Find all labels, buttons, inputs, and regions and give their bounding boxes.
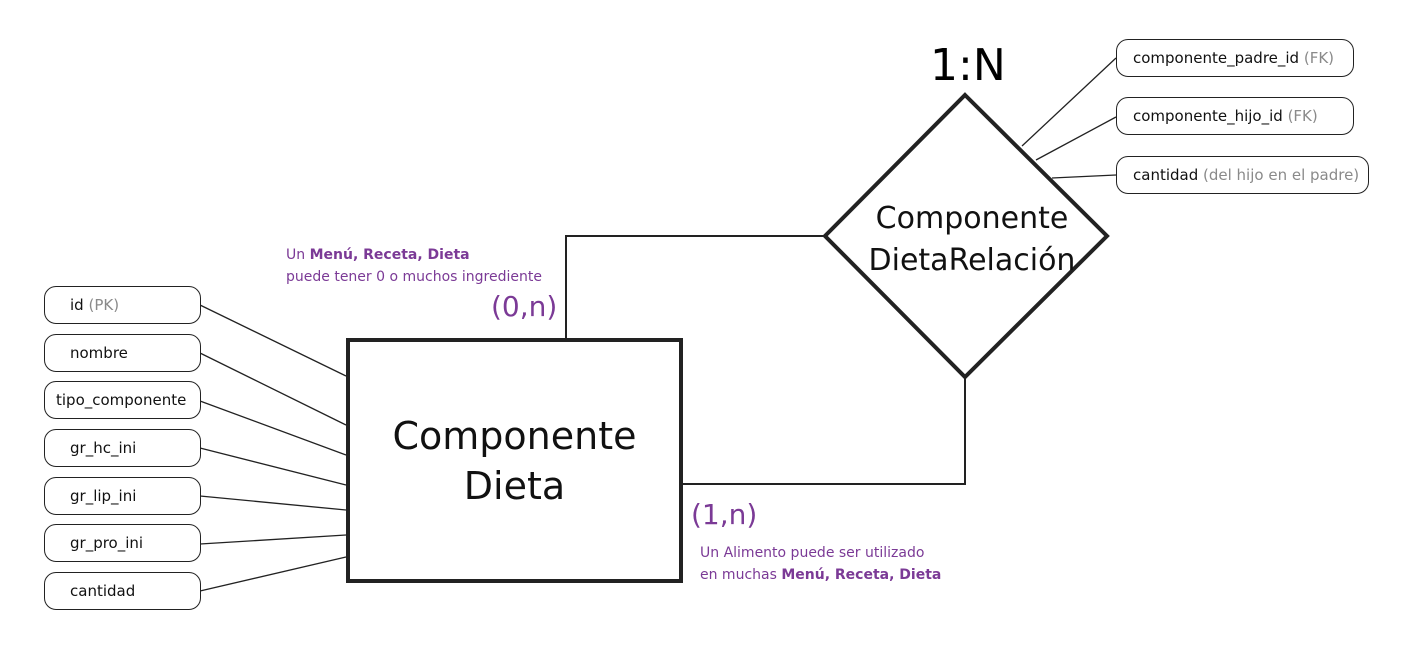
attribute-relationship-cantidad: cantidad (del hijo en el padre) (1116, 156, 1369, 194)
top-cardinality: (0,n) (491, 290, 558, 323)
attribute-note: (PK) (88, 296, 120, 314)
attribute-note: (del hijo en el padre) (1203, 166, 1360, 184)
attribute-gr-pro-ini: gr_pro_ini (44, 524, 201, 562)
attribute-name: gr_pro_ini (70, 534, 144, 552)
connector-nombre (199, 352, 347, 426)
attribute-id: id (PK) (44, 286, 201, 324)
connector-gr-pro-ini (199, 534, 347, 545)
bottom-caption-line1: Un Alimento puede ser utilizado (700, 545, 925, 561)
bottom-caption-line2: en muchas Menú, Receta, Dieta (700, 564, 941, 586)
connector-gr-lip-ini (199, 495, 347, 511)
attribute-name: cantidad (70, 582, 136, 600)
attribute-note: (FK) (1287, 107, 1318, 125)
attribute-name: id (70, 296, 84, 314)
attribute-gr-lip-ini: gr_lip_ini (44, 477, 201, 515)
attribute-name: nombre (70, 344, 128, 362)
attribute-componente-padre-id: componente_padre_id (FK) (1116, 39, 1354, 77)
bottom-cardinality: (1,n) (691, 498, 758, 531)
connector-tipo-componente (199, 400, 347, 456)
connector-componente-padre-id (1021, 57, 1117, 147)
relationship-name-line2: DietaRelación (868, 243, 1076, 278)
attribute-name: componente_hijo_id (1133, 107, 1283, 125)
attribute-cantidad: cantidad (44, 572, 201, 610)
relationship-label: Componente DietaRelación (862, 198, 1082, 282)
relationship-line-bottom (683, 377, 966, 485)
relationship-diamond (822, 92, 1110, 380)
attribute-gr-hc-ini: gr_hc_ini (44, 429, 201, 467)
attribute-nombre: nombre (44, 334, 201, 372)
top-caption-line2: puede tener 0 o muchos ingrediente (286, 269, 542, 285)
relationship-line-top (565, 235, 825, 338)
attribute-note: (FK) (1303, 49, 1335, 67)
relationship-cardinality: 1:N (930, 40, 1006, 91)
attribute-tipo-componente: tipo_componente (44, 381, 201, 419)
top-caption-prefix: Un (286, 247, 310, 263)
attribute-name: tipo_componente (56, 391, 187, 409)
connector-rel-cantidad (1051, 174, 1117, 179)
attribute-name: gr_lip_ini (70, 487, 137, 505)
entity-name-line1: Componente (392, 413, 637, 458)
top-caption-bold: Menú, Receta, Dieta (309, 247, 470, 263)
attribute-componente-hijo-id: componente_hijo_id (FK) (1116, 97, 1354, 135)
connector-id (199, 304, 347, 377)
entity-name-line2: Dieta (463, 463, 566, 508)
entity-componente-dieta: Componente Dieta (346, 338, 683, 583)
connector-componente-hijo-id (1035, 116, 1117, 161)
top-caption: Un Menú, Receta, Dieta puede tener 0 o m… (286, 244, 542, 288)
attribute-name: componente_padre_id (1133, 49, 1300, 67)
relationship-name-line1: Componente (875, 201, 1069, 236)
attribute-name: cantidad (1133, 166, 1199, 184)
bottom-caption-bold: Menú, Receta, Dieta (781, 567, 942, 583)
bottom-caption: Un Alimento puede ser utilizado en mucha… (700, 542, 941, 586)
bottom-caption-prefix: en muchas (700, 567, 782, 583)
connector-gr-hc-ini (199, 447, 347, 486)
connector-cantidad (199, 556, 347, 592)
top-caption-line1: Un Menú, Receta, Dieta (286, 244, 542, 266)
attribute-name: gr_hc_ini (70, 439, 137, 457)
